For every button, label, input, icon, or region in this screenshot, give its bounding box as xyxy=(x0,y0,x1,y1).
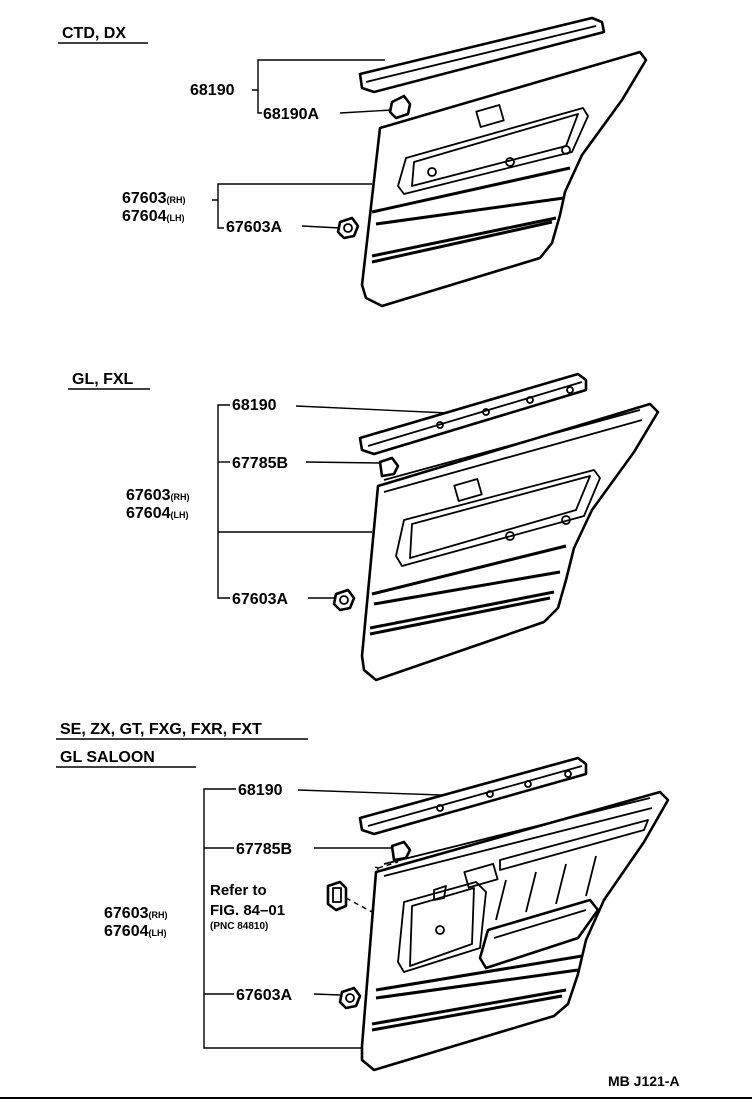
reference-pnc: (PNC 84810) xyxy=(210,921,268,932)
section-label: CTD, DX xyxy=(62,25,126,42)
clip-67603a xyxy=(332,588,356,612)
part-number-67785b: 67785B xyxy=(232,455,288,472)
part-number-67603: 67603(RH) xyxy=(122,190,186,207)
door-trim-panel-67603 xyxy=(360,402,660,682)
clip-67785b xyxy=(378,456,400,478)
part-number-67603: 67603(RH) xyxy=(126,487,190,504)
section-label: SE, ZX, GT, FXG, FXR, FXT xyxy=(60,721,262,738)
clip-67785b xyxy=(390,840,412,862)
section-se-zx-gt-gl-saloon: SE, ZX, GT, FXG, FXR, FXT GL SALOON 6819… xyxy=(56,721,670,1072)
part-number-68190: 68190 xyxy=(190,82,235,99)
section-label: GL SALOON xyxy=(60,749,155,766)
part-number-67603: 67603(RH) xyxy=(104,905,168,922)
figure-code: MB J121-A xyxy=(608,1073,680,1089)
part-number-67604: 67604(LH) xyxy=(126,505,189,522)
reference-line-2: FIG. 84–01 xyxy=(210,902,285,919)
section-label: GL, FXL xyxy=(72,371,134,388)
part-number-67603a: 67603A xyxy=(236,987,292,1004)
reference-switch-part xyxy=(326,880,348,912)
clip-68190a xyxy=(388,94,412,120)
clip-67603a xyxy=(336,216,360,240)
part-number-67603a: 67603A xyxy=(226,219,282,236)
weatherstrip-68190 xyxy=(358,16,606,94)
part-number-68190: 68190 xyxy=(238,782,283,799)
part-number-67603a: 67603A xyxy=(232,591,288,608)
door-trim-panel-67603 xyxy=(360,50,648,308)
reference-line-1: Refer to xyxy=(210,882,267,899)
part-number-67604: 67604(LH) xyxy=(104,923,167,940)
weatherstrip-68190 xyxy=(358,756,588,836)
part-number-68190a: 68190A xyxy=(263,106,319,123)
clip-67603a xyxy=(338,986,362,1010)
part-number-67604: 67604(LH) xyxy=(122,208,185,225)
weatherstrip-68190 xyxy=(358,372,588,456)
section-gl-fxl: GL, FXL 68190 67785B 67603(RH) 67604(LH)… xyxy=(68,371,660,682)
door-trim-panel-67603 xyxy=(360,790,670,1072)
leader-lines xyxy=(217,404,471,599)
leader-lines xyxy=(212,59,393,229)
part-number-68190: 68190 xyxy=(232,397,277,414)
part-number-67785b: 67785B xyxy=(236,841,292,858)
section-ctd-dx: CTD, DX 68190 68190A 67603(RH) 67604(LH)… xyxy=(58,16,648,308)
